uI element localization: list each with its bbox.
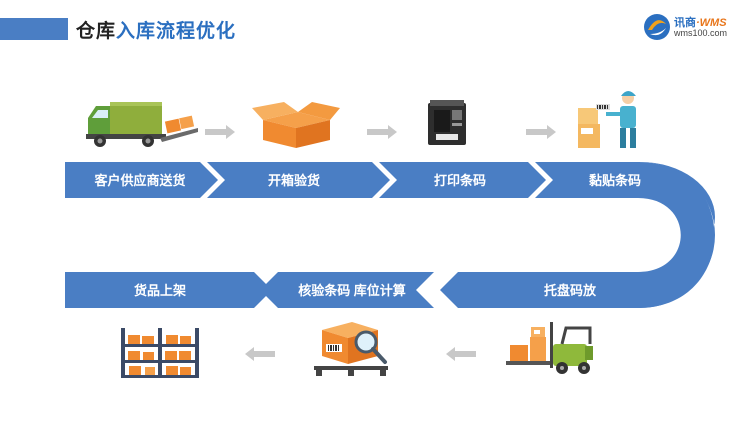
page-title: 仓库入库流程优化 [76, 16, 236, 43]
step-label-1: 客户供应商送货 [94, 173, 185, 188]
logo-brand: 讯商·WMS [674, 14, 727, 30]
ribbon-segment-6 [260, 272, 434, 308]
forklift-icon [506, 322, 593, 374]
title-accent: 入库流程优化 [116, 21, 237, 42]
arrow-right-icon [367, 125, 397, 139]
logo-brand-en: ·WMS [696, 17, 727, 29]
warehouse-shelf-icon [121, 328, 199, 378]
logo-swirl-icon [644, 14, 670, 40]
ribbon-segment-3 [379, 162, 546, 198]
arrow-left-icon [245, 347, 275, 361]
barcode-printer-icon [428, 100, 466, 145]
ribbon-u-turn-outer [638, 162, 715, 308]
ribbon-segment-7 [65, 272, 272, 308]
step-label-6: 核验条码 库位计算 [298, 283, 406, 298]
arrow-right-icon [205, 125, 235, 139]
title-prefix: 仓库 [76, 21, 117, 42]
ribbon-bottom [65, 272, 640, 308]
ribbon-segment-1 [65, 162, 218, 198]
delivery-truck-icon [86, 102, 198, 147]
step-label-3: 打印条码 [434, 173, 486, 188]
brand-logo: 讯商·WMS wms100.com [642, 12, 742, 42]
ribbon-segment-4 [535, 162, 640, 198]
open-box-icon [252, 102, 340, 148]
ribbon-top [65, 162, 640, 198]
step-label-5: 托盘码放 [544, 283, 597, 298]
ribbon-segment-2 [207, 162, 390, 198]
arrow-right-icon [526, 125, 556, 139]
worker-labeling-icon [578, 91, 636, 148]
logo-brand-cn: 讯商 [674, 17, 696, 29]
step-label-7: 货品上架 [134, 283, 186, 298]
step-label-4: 黏贴条码 [589, 173, 641, 188]
ribbon-segment-5 [440, 272, 640, 308]
inspect-box-icon [314, 322, 388, 376]
step-label-2: 开箱验货 [268, 173, 320, 188]
arrow-left-icon [446, 347, 476, 361]
logo-url: wms100.com [674, 28, 728, 38]
connector-arrows [205, 125, 556, 361]
title-accent-bar [0, 18, 68, 40]
